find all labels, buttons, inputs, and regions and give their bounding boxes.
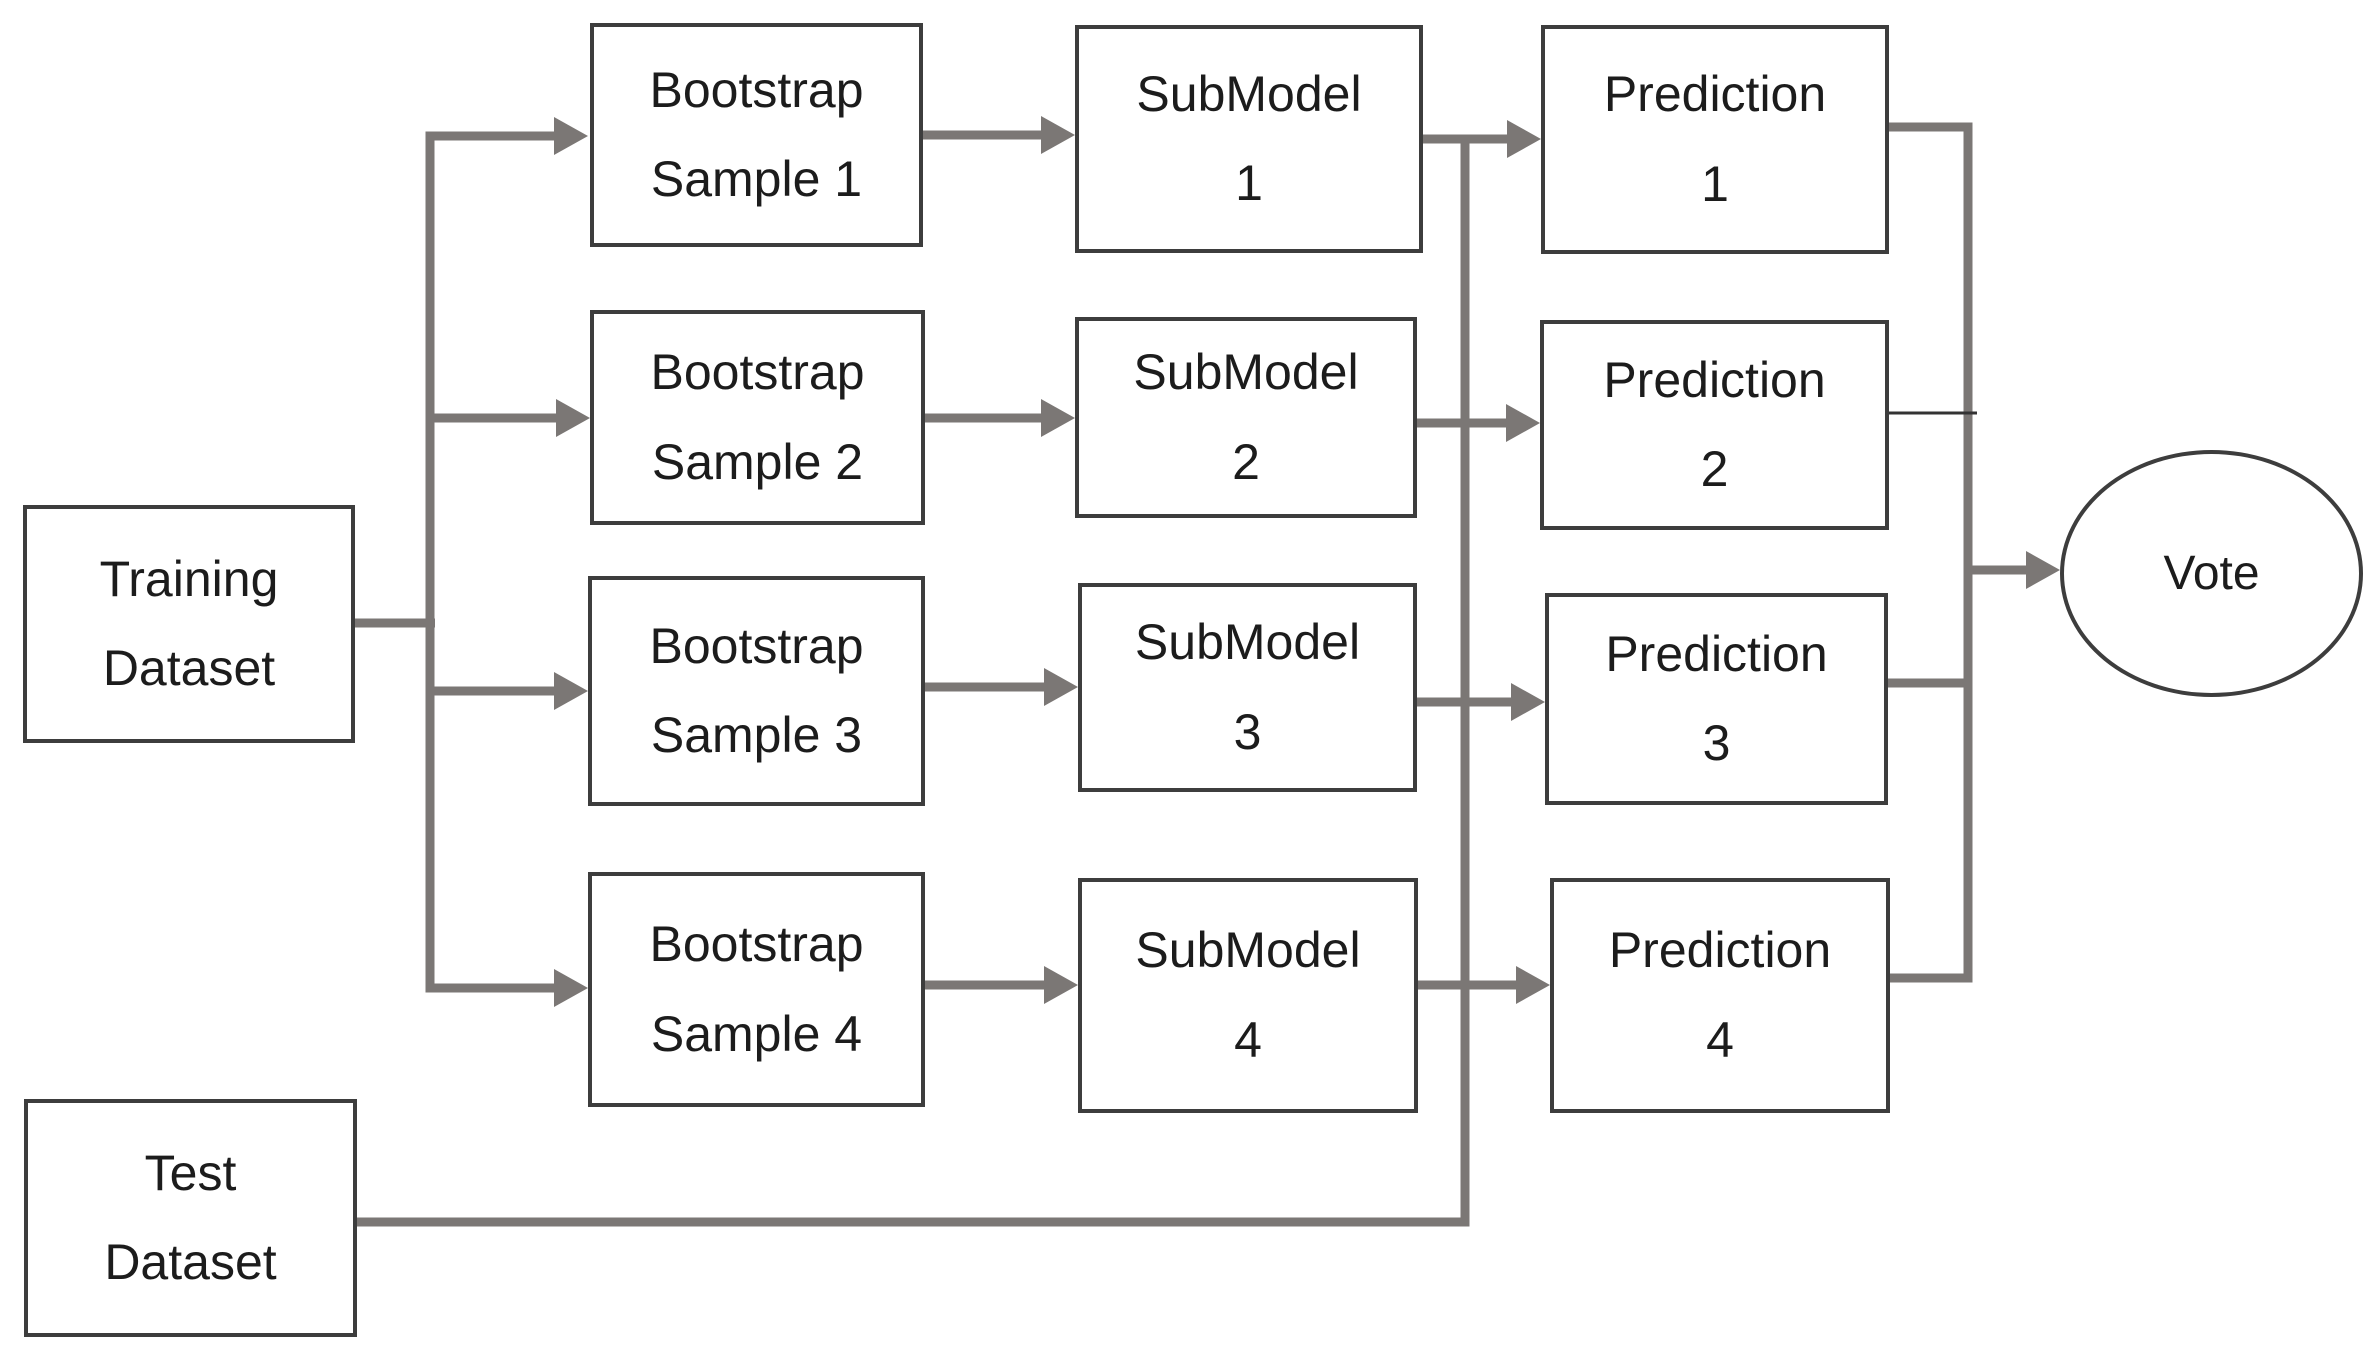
node-label-line: SubModel (1136, 65, 1362, 122)
node-bootstrap-sample-1: Bootstrap Sample 1 (590, 23, 923, 247)
node-label-line: 2 (1700, 441, 1729, 497)
node-label-line: 3 (1233, 703, 1262, 760)
node-label-line: Sample 1 (650, 151, 863, 207)
arrowhead-into-pr1 (1507, 120, 1541, 158)
edge-trunk3 (1889, 122, 1973, 983)
node-vote: Vote (2060, 450, 2363, 697)
node-test-dataset: Test Dataset (24, 1099, 357, 1337)
arrowhead-into-sm4 (1044, 966, 1078, 1004)
node-label-line: 3 (1702, 715, 1731, 771)
node-submodel-3: SubModel 3 (1078, 583, 1417, 792)
node-label-line: Vote (2163, 547, 2260, 600)
node-label-line: 4 (1706, 1011, 1734, 1068)
node-label-line: SubModel (1134, 614, 1361, 670)
node-label-line: Dataset (104, 1234, 277, 1290)
node-label-line: Bootstrap (649, 916, 864, 972)
arrowhead-into-pr3 (1511, 683, 1545, 721)
node-label-line: Sample 2 (651, 433, 864, 490)
node-prediction-2: Prediction 2 (1540, 320, 1889, 530)
node-submodel-4: SubModel 4 (1078, 878, 1418, 1113)
arrowhead-into-pr2 (1506, 404, 1540, 442)
node-submodel-1: SubModel 1 (1075, 25, 1423, 253)
arrowhead-into-sm3 (1044, 668, 1078, 706)
node-label-line: Prediction (1605, 625, 1828, 682)
node-label-line: 1 (1235, 155, 1263, 211)
edge-trunk1 (425, 131, 556, 993)
node-label-line: Prediction (1608, 922, 1832, 978)
arrowhead-into-sm1 (1041, 116, 1075, 154)
node-label-line: 1 (1701, 155, 1729, 212)
node-bootstrap-sample-3: Bootstrap Sample 3 (588, 576, 925, 806)
node-submodel-2: SubModel 2 (1075, 317, 1417, 518)
node-label-line: Prediction (1603, 351, 1826, 408)
node-prediction-3: Prediction 3 (1545, 593, 1888, 805)
node-label-line: Training (99, 550, 279, 607)
node-bootstrap-sample-2: Bootstrap Sample 2 (590, 310, 925, 525)
arrowhead-into-bs1 (554, 117, 588, 155)
node-bootstrap-sample-4: Bootstrap Sample 4 (588, 872, 925, 1107)
node-label-line: Bootstrap (650, 344, 865, 400)
node-label-line: 4 (1234, 1011, 1262, 1068)
node-prediction-1: Prediction 1 (1541, 25, 1889, 254)
node-label-line: 2 (1232, 433, 1260, 490)
node-label-line: Sample 4 (650, 1005, 863, 1062)
arrowhead-into-bs3 (554, 672, 588, 710)
node-training-dataset: Training Dataset (23, 505, 355, 743)
node-prediction-4: Prediction 4 (1550, 878, 1890, 1113)
node-label-line: Bootstrap (649, 61, 864, 118)
node-label-line: Dataset (102, 640, 276, 696)
arrowhead-into-bs2 (556, 399, 590, 437)
node-label-line: Sample 3 (650, 707, 863, 763)
arrowhead-into-pr4 (1516, 966, 1550, 1004)
node-label-line: Test (144, 1144, 237, 1201)
arrowhead-into-vote (2026, 551, 2060, 589)
arrowhead-into-bs4 (554, 969, 588, 1007)
node-label-line: Bootstrap (649, 617, 864, 674)
node-label-line: SubModel (1133, 344, 1359, 400)
node-label-line: SubModel (1135, 922, 1361, 978)
node-label-line: Prediction (1603, 66, 1827, 122)
arrowhead-into-sm2 (1041, 399, 1075, 437)
